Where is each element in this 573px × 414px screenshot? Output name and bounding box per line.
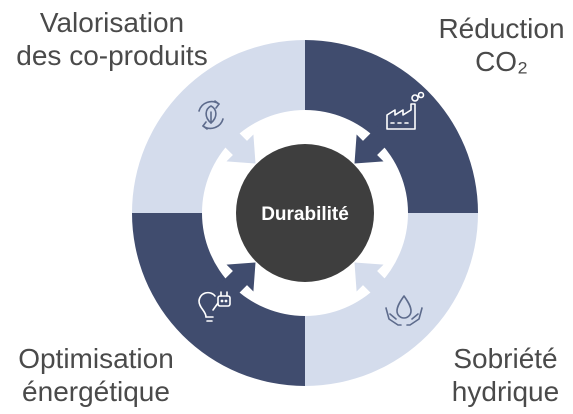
label-reduction: Réduction CO₂ bbox=[430, 12, 573, 78]
lightbulb-plug-icon bbox=[198, 291, 231, 322]
label-valorisation: Valorisation des co-produits bbox=[0, 6, 224, 72]
center-label: Durabilité bbox=[261, 204, 349, 225]
label-reduction-line1: Réduction bbox=[438, 13, 565, 44]
label-reduction-line2: CO₂ bbox=[475, 46, 528, 77]
label-sobriete-line2: hydrique bbox=[451, 376, 560, 407]
label-optimisation-line2: énergétique bbox=[22, 376, 170, 407]
label-sobriete-line1: Sobriété bbox=[453, 343, 558, 374]
label-valorisation-line1: Valorisation bbox=[39, 7, 185, 38]
label-optimisation: Optimisation énergétique bbox=[6, 342, 186, 408]
label-valorisation-line2: des co-produits bbox=[16, 40, 208, 71]
factory-emissions-icon bbox=[386, 91, 425, 130]
label-sobriete: Sobriété hydrique bbox=[438, 342, 573, 408]
arrow-bottom-right bbox=[354, 262, 403, 311]
recycle-leaf-icon bbox=[198, 100, 224, 130]
label-optimisation-line1: Optimisation bbox=[18, 343, 174, 374]
hands-water-drop-icon bbox=[385, 295, 423, 326]
arrow-top-right bbox=[354, 115, 403, 164]
arrow-bottom-left bbox=[207, 262, 256, 311]
center-circle bbox=[236, 144, 374, 282]
arrow-top-left bbox=[207, 115, 256, 164]
